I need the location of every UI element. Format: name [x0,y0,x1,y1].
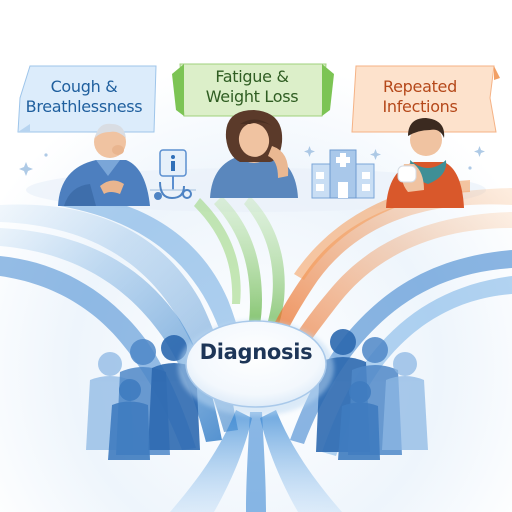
banner-fatigue [172,63,334,117]
flow-band-orange [278,212,512,372]
person-fatigued [210,110,298,198]
stethoscope-icon [154,181,192,200]
symptom-label-line: Fatigue & [215,67,289,86]
banner-cough [17,65,157,133]
symptom-label-fatigue: Fatigue & Weight Loss [182,67,322,107]
symptom-label-line: Weight Loss [205,87,299,106]
person-silhouette [382,352,428,450]
flow-band-blue [290,250,512,444]
symptom-label-line: Infections [382,97,458,116]
symptom-label-line: Cough & [50,77,118,96]
flow-band-orange [262,188,512,356]
flow-band-green [244,196,285,350]
diagnosis-oval [185,320,327,408]
symptom-label-line: Breathlessness [25,97,143,116]
flow-band-blue [0,204,238,432]
symptom-label-cough: Cough & Breathlessness [14,77,154,117]
person-silhouette [108,379,150,460]
flow-band-blue [0,228,222,442]
flow-band-blue [170,410,252,512]
flow-band-blue [246,412,266,512]
flow-band-blue [260,410,342,512]
person-silhouette [338,381,380,460]
sparkle-icon [19,146,485,176]
hospital-icon [311,149,375,199]
flow-bands [0,180,512,512]
diagnosis-label: Diagnosis [199,340,313,364]
symptom-label-line: Repeated [383,77,457,96]
person-sick [386,118,464,208]
banner-infections [351,65,500,133]
flow-band-green [214,196,262,352]
flow-band-green [194,198,241,304]
symptom-label-infections: Repeated Infections [350,77,490,117]
person-coughing [58,123,150,206]
flow-band-blue [60,192,250,392]
